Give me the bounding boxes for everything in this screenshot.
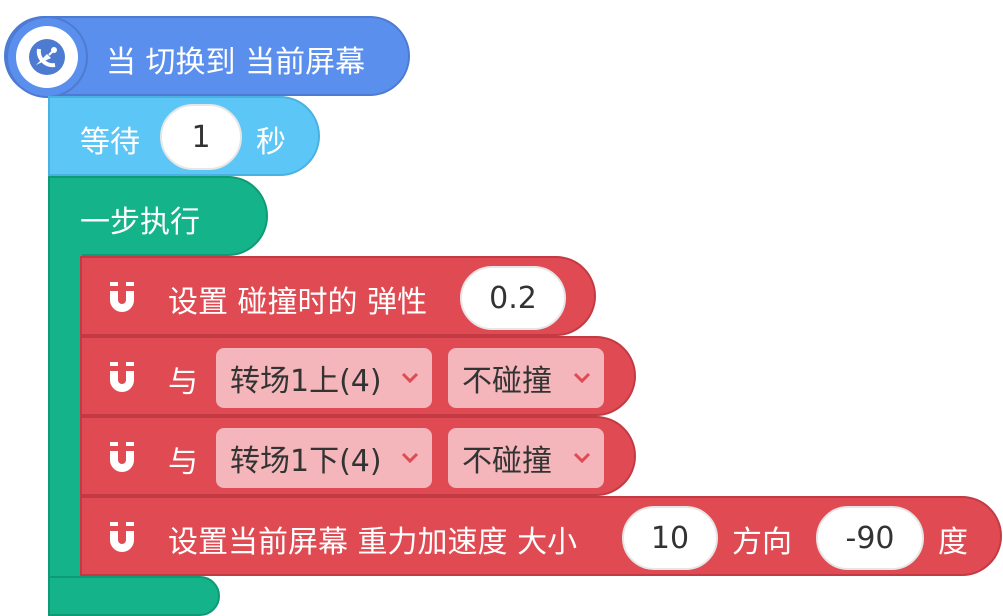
chevron-down-icon <box>401 452 419 464</box>
set-gravity-block[interactable]: 设置当前屏幕 重力加速度 大小 10 方向 -90 度 <box>80 496 1002 576</box>
seconds-label: 秒 <box>256 125 286 160</box>
hat-block-label: 当 切换到 当前屏幕 <box>106 45 366 80</box>
target-sprite-dropdown[interactable]: 转场1上(4) <box>216 348 432 408</box>
collision-mode-dropdown[interactable]: 不碰撞 <box>448 428 604 488</box>
hat-icon-badge <box>6 16 88 98</box>
dropdown-value: 不碰撞 <box>462 364 552 399</box>
collision-rule-block-2[interactable]: 与 转场1下(4) 不碰撞 <box>80 416 636 496</box>
dropdown-value: 不碰撞 <box>462 444 552 479</box>
with-label: 与 <box>168 365 198 400</box>
chevron-down-icon <box>401 372 419 384</box>
wait-label: 等待 <box>80 125 140 160</box>
set-gravity-label: 设置当前屏幕 重力加速度 大小 <box>168 525 578 560</box>
dropdown-value: 转场1上(4) <box>230 364 382 399</box>
gravity-direction-input[interactable]: -90 <box>816 506 924 570</box>
step-execute-bottom[interactable] <box>48 576 220 616</box>
degree-label: 度 <box>938 525 968 560</box>
satellite-dish-icon <box>29 39 65 75</box>
chevron-down-icon <box>573 452 591 464</box>
collision-rule-block-1[interactable]: 与 转场1上(4) 不碰撞 <box>80 336 636 416</box>
chevron-down-icon <box>573 372 591 384</box>
magnet-icon <box>110 442 134 472</box>
step-execute-block[interactable]: 一步执行 <box>48 176 268 256</box>
with-label: 与 <box>168 445 198 480</box>
dropdown-value: 转场1下(4) <box>230 444 382 479</box>
bounciness-input[interactable]: 0.2 <box>460 266 566 330</box>
set-bounciness-label: 设置 碰撞时的 弹性 <box>168 285 428 320</box>
wait-seconds-block[interactable]: 等待 1 秒 <box>48 96 320 176</box>
step-execute-arm <box>48 254 82 578</box>
collision-mode-dropdown[interactable]: 不碰撞 <box>448 348 604 408</box>
magnet-icon <box>110 522 134 552</box>
set-bounciness-block[interactable]: 设置 碰撞时的 弹性 0.2 <box>80 256 596 336</box>
target-sprite-dropdown[interactable]: 转场1下(4) <box>216 428 432 488</box>
magnet-icon <box>110 362 134 392</box>
when-switch-to-screen-block[interactable]: 当 切换到 当前屏幕 <box>4 16 410 98</box>
direction-label: 方向 <box>732 525 792 560</box>
step-execute-label: 一步执行 <box>80 205 200 240</box>
magnet-icon <box>110 282 134 312</box>
gravity-magnitude-input[interactable]: 10 <box>622 506 718 570</box>
wait-seconds-input[interactable]: 1 <box>160 104 242 170</box>
